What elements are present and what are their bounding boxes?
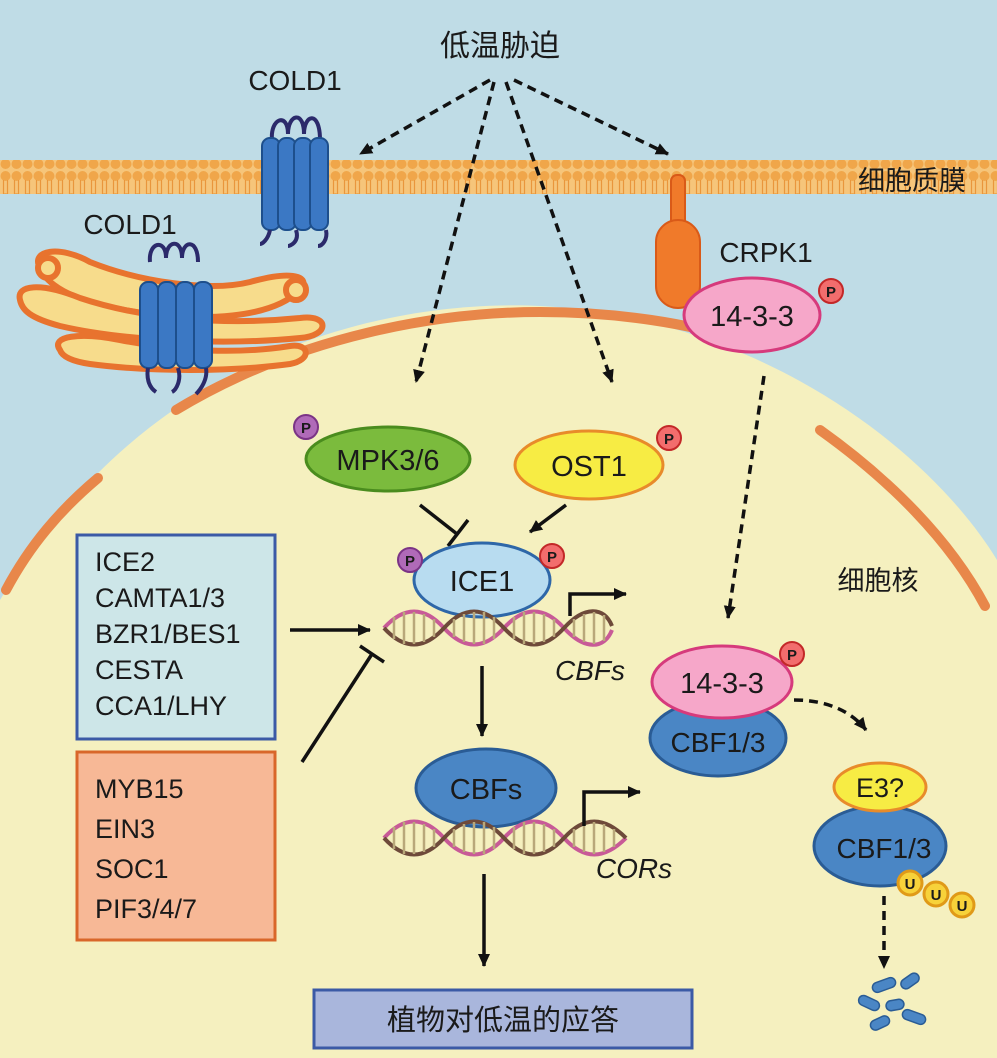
e3-ligase: E3? [832,761,928,813]
p1433-nucleus: 14-3-3 [650,644,794,720]
negative-regulators-list: MYB15 EIN3 SOC1 PIF3/4/7 [95,774,197,924]
phospho-badge-1433-top: P [818,278,844,304]
svg-text:U: U [931,887,942,904]
positive-regulator: ICE2 [95,547,155,577]
svg-text:ICE1: ICE1 [450,566,514,598]
cold1-top-label: COLD1 [248,65,341,96]
negative-regulator: MYB15 [95,774,184,804]
plant-response-box [312,988,694,1050]
negative-regulator: EIN3 [95,814,155,844]
tss-arrow-cbfs [568,588,627,616]
negative-regulators-inhibition [300,644,385,763]
phospho-badge-ice1-left: P [397,547,423,573]
negative-regulators-box [75,750,277,942]
cbfs-protein: CBFs [414,747,558,829]
positive-regulator: CCA1/LHY [95,691,227,721]
svg-text:14-3-3: 14-3-3 [710,301,794,333]
crpk1-label: CRPK1 [719,237,812,268]
svg-text:P: P [664,431,674,448]
svg-text:CBFs: CBFs [450,774,523,806]
degraded-protein-fragments [857,972,927,1031]
cbf13-degradation-target: CBF1/3 [812,804,948,888]
svg-text:P: P [405,553,415,570]
svg-text:MPK3/6: MPK3/6 [336,445,439,477]
positive-regulators-list: ICE2 CAMTA1/3 BZR1/BES1 CESTA CCA1/LHY [95,547,241,721]
svg-text:CBF1/3: CBF1/3 [837,833,932,864]
svg-text:U: U [957,898,968,915]
cold1-membrane-channel [259,115,329,248]
cold1-er-label: COLD1 [83,209,176,240]
stress-arrows [359,78,890,969]
svg-text:U: U [905,876,916,893]
dna-cors [382,819,628,857]
svg-text:P: P [547,549,557,566]
positive-regulator: CESTA [95,655,183,685]
negative-regulator: PIF3/4/7 [95,894,197,924]
plant-response-label: 植物对低温的应答 [387,1003,619,1037]
ost1-kinase: OST1 [513,429,665,501]
cold-stress-label: 低温胁迫 [440,29,560,64]
phospho-badge-mpk: P [293,414,319,440]
mpk36-kinase: MPK3/6 [304,425,472,493]
svg-text:CBF1/3: CBF1/3 [671,727,766,758]
tss-arrow-cors [582,786,641,826]
nucleus-label: 细胞核 [838,566,919,597]
positive-regulators-box [75,533,277,741]
svg-text:P: P [787,647,797,664]
p1433-cytoplasm: 14-3-3 [682,276,822,354]
phospho-badge-ost1: P [656,425,682,451]
membrane-label: 细胞质膜 [858,166,966,197]
ubiquitin-chain: U U U [896,869,976,919]
positive-regulator: BZR1/BES1 [95,619,241,649]
gene-cors-label: CORs [596,853,672,884]
gene-cbfs-label: CBFs [555,655,625,686]
negative-regulator: SOC1 [95,854,169,884]
svg-text:P: P [301,420,311,437]
mpk-inhibits-ice1 [418,503,470,548]
svg-text:E3?: E3? [856,773,904,803]
crpk1-kinase [655,174,701,309]
positive-regulator: CAMTA1/3 [95,583,225,613]
ice1-transcription-factor: ICE1 [412,541,552,619]
svg-text:OST1: OST1 [551,451,627,483]
svg-text:14-3-3: 14-3-3 [680,668,764,700]
phospho-badge-1433-nucleus: P [779,641,805,667]
endoplasmic-reticulum [16,241,326,396]
dna-cbfs [382,609,614,647]
svg-text:P: P [826,284,836,301]
phospho-badge-ice1-right: P [539,543,565,569]
plasma-membrane [0,160,997,194]
ost1-activates-ice1 [528,503,568,534]
